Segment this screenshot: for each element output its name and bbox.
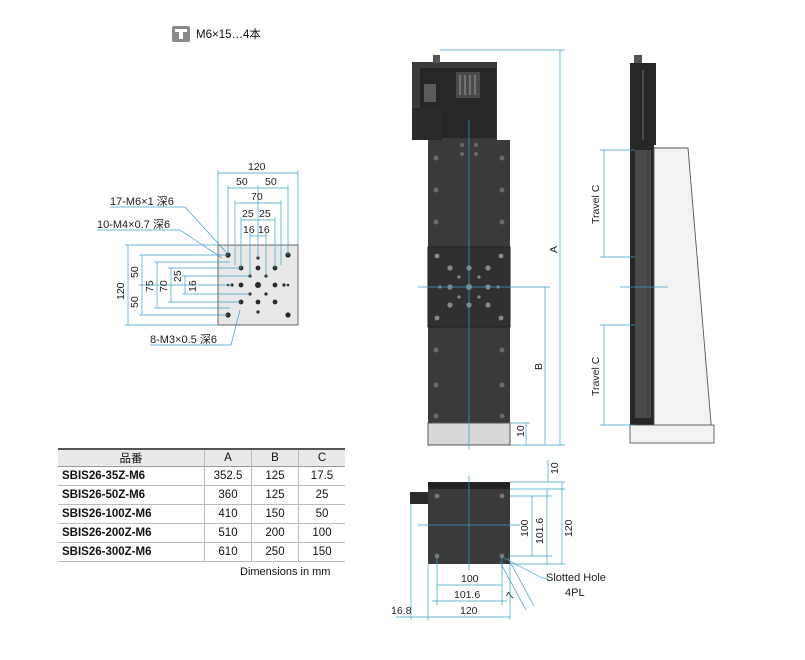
cell-c: 50 bbox=[298, 504, 345, 524]
dim-50-right: 50 bbox=[265, 176, 277, 188]
cell-model: SBIS26-100Z-M6 bbox=[58, 504, 205, 524]
table-row: SBIS26-300Z-M6 610 250 150 bbox=[58, 542, 345, 562]
dim-120-vertical-bottom: 120 bbox=[563, 519, 575, 537]
dim-7: 7 bbox=[504, 590, 517, 601]
spec-table-header: 品番 A B C bbox=[58, 448, 345, 467]
header-c: C bbox=[298, 448, 345, 467]
cell-model: SBIS26-300Z-M6 bbox=[58, 542, 205, 562]
cell-c: 25 bbox=[298, 485, 345, 505]
dim-16-left: 16 bbox=[243, 224, 255, 236]
cell-b: 250 bbox=[251, 542, 299, 562]
dim-16-right: 16 bbox=[258, 224, 270, 236]
table-row: SBIS26-35Z-M6 352.5 125 17.5 bbox=[58, 466, 345, 486]
dim-10-bottom: 10 bbox=[549, 462, 561, 474]
top-view-h-dims bbox=[217, 170, 299, 276]
dim-10-front: 10 bbox=[515, 425, 527, 437]
dim-101-6-horizontal: 101.6 bbox=[454, 589, 480, 601]
table-row: SBIS26-50Z-M6 360 125 25 bbox=[58, 485, 345, 505]
dim-101-6-vertical: 101.6 bbox=[534, 518, 546, 544]
dim-25-left: 25 bbox=[242, 208, 254, 220]
slotted-hole-label: Slotted Hole bbox=[546, 572, 606, 584]
cell-a: 410 bbox=[204, 504, 252, 524]
dim-120-horizontal: 120 bbox=[460, 605, 478, 617]
header-b: B bbox=[251, 448, 299, 467]
cell-model: SBIS26-50Z-M6 bbox=[58, 485, 205, 505]
header-model: 品番 bbox=[58, 448, 205, 467]
tapped-hole-icon bbox=[172, 26, 190, 42]
table-row: SBIS26-100Z-M6 410 150 50 bbox=[58, 504, 345, 524]
cell-b: 125 bbox=[251, 466, 299, 486]
cell-a: 510 bbox=[204, 523, 252, 543]
dim-50-lower: 50 bbox=[129, 296, 141, 308]
callout-m3-holes: 8-M3×0.5 深6 bbox=[150, 333, 217, 346]
bottom-view: 10 100 101.6 120 100 101.6 120 16.8 7 Sl… bbox=[391, 460, 606, 620]
cell-c: 150 bbox=[298, 542, 345, 562]
dim-75: 75 bbox=[144, 280, 156, 292]
units-note: Dimensions in mm bbox=[240, 566, 331, 578]
top-view: 120 50 50 70 25 25 16 16 120 50 bbox=[97, 161, 299, 346]
side-view: Travel C Travel C bbox=[590, 55, 715, 444]
dim-100-horizontal: 100 bbox=[461, 573, 479, 585]
callout-m4-holes: 10-M4×0.7 深6 bbox=[97, 218, 170, 231]
dim-120-vertical: 120 bbox=[115, 282, 127, 300]
dim-50-left: 50 bbox=[236, 176, 248, 188]
travel-c-lower: Travel C bbox=[590, 356, 602, 396]
dim-70: 70 bbox=[251, 191, 263, 203]
cell-b: 200 bbox=[251, 523, 299, 543]
cell-a: 360 bbox=[204, 485, 252, 505]
dim-b: B bbox=[533, 363, 545, 370]
dim-a: A bbox=[548, 246, 560, 253]
spec-table: 品番 A B C SBIS26-35Z-M6 352.5 125 17.5 SB… bbox=[58, 448, 345, 562]
cell-c: 17.5 bbox=[298, 466, 345, 486]
header-a: A bbox=[204, 448, 252, 467]
table-row: SBIS26-200Z-M6 510 200 100 bbox=[58, 523, 345, 543]
cell-b: 125 bbox=[251, 485, 299, 505]
cell-c: 100 bbox=[298, 523, 345, 543]
dim-25-right: 25 bbox=[259, 208, 271, 220]
callout-m6-holes: 17-M6×1 深6 bbox=[110, 195, 174, 208]
side-bracket bbox=[653, 147, 713, 436]
cell-a: 610 bbox=[204, 542, 252, 562]
dim-120-top: 120 bbox=[248, 161, 266, 173]
cell-model: SBIS26-200Z-M6 bbox=[58, 523, 205, 543]
front-view: A B 10 bbox=[412, 49, 565, 450]
cell-model: SBIS26-35Z-M6 bbox=[58, 466, 205, 486]
tap-hole-note-text: M6×15…4本 bbox=[196, 29, 261, 41]
top-view-leaders bbox=[97, 206, 241, 346]
cell-b: 150 bbox=[251, 504, 299, 524]
travel-c-upper: Travel C bbox=[590, 184, 602, 224]
top-view-holes bbox=[225, 252, 291, 318]
slotted-hole-count: 4PL bbox=[565, 587, 585, 599]
tap-hole-note: M6×15…4本 bbox=[172, 26, 261, 42]
cell-a: 352.5 bbox=[204, 466, 252, 486]
dim-25-vertical: 25 bbox=[172, 270, 184, 282]
dim-16-vertical: 16 bbox=[187, 280, 199, 292]
dim-16-8: 16.8 bbox=[391, 605, 412, 617]
dim-50-upper: 50 bbox=[129, 266, 141, 278]
dim-100-vertical: 100 bbox=[519, 519, 531, 537]
dim-70-vertical: 70 bbox=[158, 280, 170, 292]
